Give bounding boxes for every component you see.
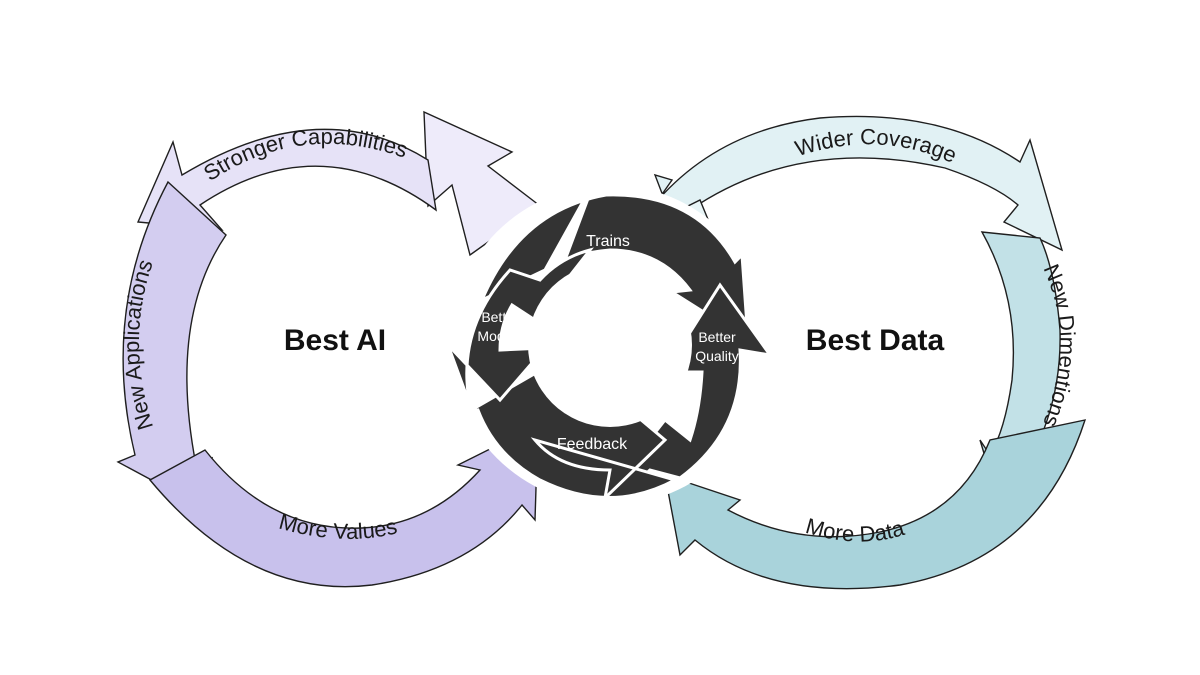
ring-label-better-models-line2: Models — [477, 328, 522, 344]
ring-label-better-models-line1: Better — [481, 309, 519, 325]
center-ring — [446, 179, 774, 505]
center-ring-hole — [528, 263, 692, 427]
right-bottom-arrow — [664, 419, 1087, 590]
ring-label-trains: Trains — [586, 233, 630, 250]
right-top-arrow — [653, 115, 1064, 252]
left-bottom-arrow — [148, 423, 539, 588]
title-best-ai: Best AI — [284, 324, 386, 357]
ring-segment-trains — [479, 179, 750, 343]
ring-label-feedback: Feedback — [557, 436, 628, 453]
ring-label-better-quality-line1: Better — [698, 329, 736, 345]
ring-label-better-quality-line2: Quality — [695, 348, 739, 364]
title-best-data: Best Data — [806, 324, 945, 357]
